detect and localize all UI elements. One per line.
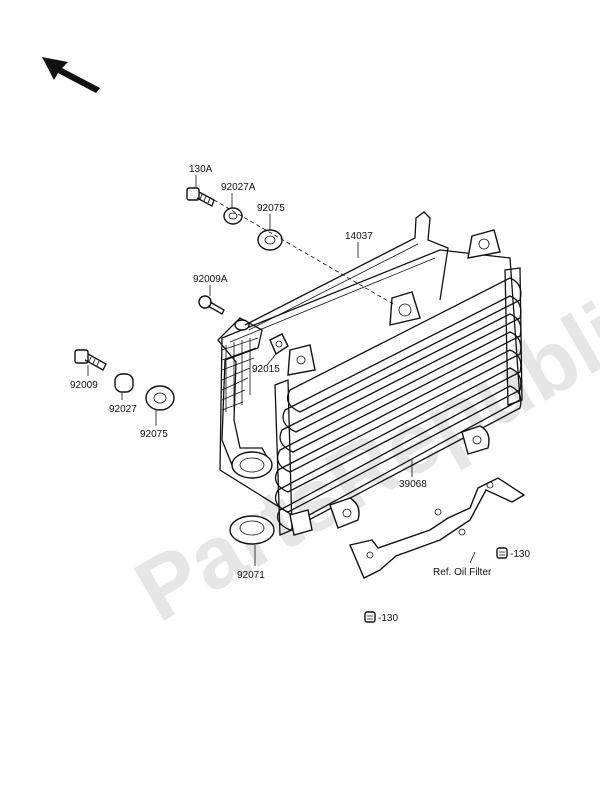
- seal-92071: [229, 515, 275, 545]
- bolt-92009: [74, 349, 107, 371]
- label-14037: 14037: [345, 231, 373, 242]
- nut-92015: [269, 333, 289, 356]
- label-92027: 92027: [109, 404, 137, 415]
- label-92075-top: 92075: [257, 203, 285, 214]
- bracket-39068: [349, 477, 526, 579]
- hanger-rod-14037: [244, 211, 449, 331]
- cooler-bracket: [217, 317, 273, 479]
- label-39068: 39068: [399, 479, 427, 490]
- grommet-92075-top: [257, 229, 283, 251]
- label-92027a: 92027A: [221, 182, 256, 193]
- label-92009a: 92009A: [193, 274, 228, 285]
- bolt-130-bottom: [364, 611, 376, 623]
- label-ref-oil-filter: Ref. Oil Filter: [433, 567, 492, 578]
- label-92071: 92071: [237, 570, 265, 581]
- label-130a: 130A: [189, 164, 213, 175]
- label-130-right: -130: [510, 549, 530, 560]
- label-92075-bottom: 92075: [140, 429, 168, 440]
- assembly-guide-line: [213, 199, 396, 306]
- collar-92027a: [223, 207, 243, 225]
- bolt-130a: [186, 187, 215, 207]
- label-130-bottom: -130: [378, 613, 398, 624]
- oil-cooler-core: [219, 229, 523, 536]
- label-92015: 92015: [252, 364, 280, 375]
- bolt-130-right: [496, 547, 508, 559]
- collar-92027: [114, 373, 134, 393]
- leader-lines: [87, 175, 476, 566]
- label-92009: 92009: [70, 380, 98, 391]
- front-arrow-icon: [42, 57, 100, 93]
- grommet-92075-bottom: [145, 385, 175, 411]
- screw-92009a: [198, 295, 225, 315]
- watermark: PartsRepublik: [119, 258, 600, 640]
